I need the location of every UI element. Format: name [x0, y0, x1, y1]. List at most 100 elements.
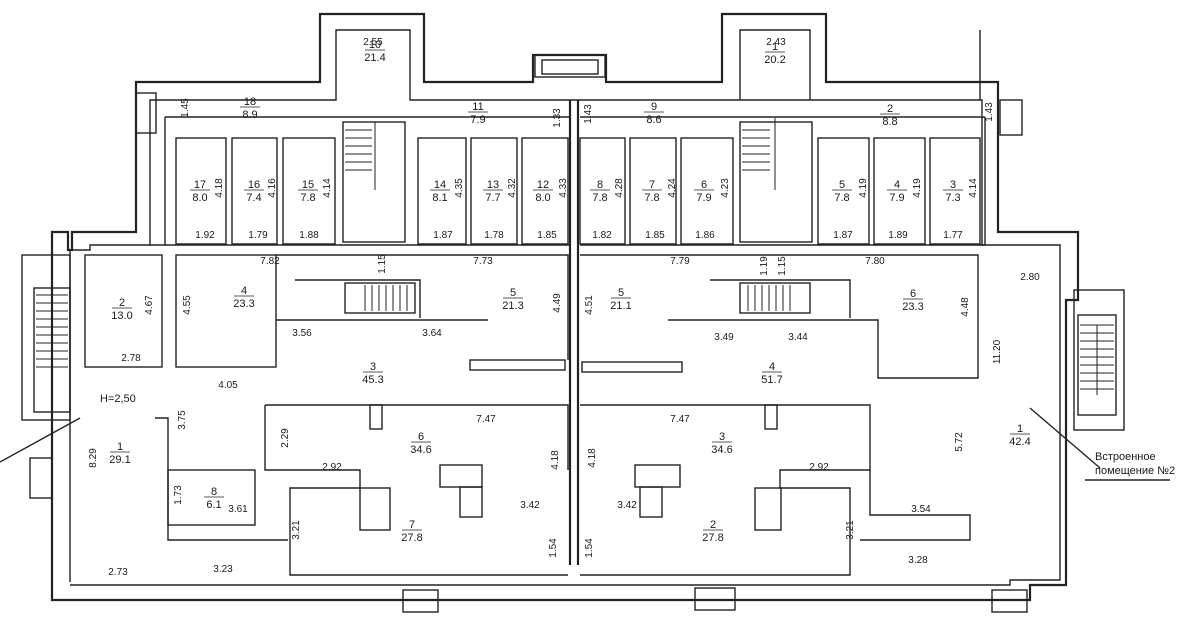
- room-area: 7.8: [592, 192, 607, 204]
- dimension-label: 7.79: [670, 256, 690, 267]
- room-label: 137.7: [483, 179, 503, 204]
- dimension-label: 1.73: [173, 485, 184, 505]
- room-label: 634.6: [410, 431, 431, 456]
- dimension-label: 2.80: [1020, 272, 1040, 283]
- dimension-label: 4.19: [858, 178, 869, 198]
- dimension-label: 3.21: [291, 520, 302, 540]
- room-area: 42.4: [1009, 436, 1030, 448]
- dimension-label: 4.33: [558, 178, 569, 198]
- room-area: 8.6: [646, 114, 661, 126]
- room-number: 12: [537, 179, 549, 191]
- dimension-label: 1.87: [433, 230, 453, 241]
- dimension-label: 2.43: [766, 37, 786, 48]
- room-area: 7.9: [889, 192, 904, 204]
- dimension-label: 4.35: [454, 178, 465, 198]
- dimension-label: 4.67: [144, 295, 155, 315]
- room-number: 1: [117, 441, 123, 453]
- room-label: 213.0: [111, 297, 132, 322]
- dimension-label: 3.42: [617, 500, 637, 511]
- room-area: 45.3: [362, 374, 383, 386]
- dimension-label: 1.89: [888, 230, 908, 241]
- room-number: 1: [772, 41, 778, 53]
- ceiling-height-label: H=2,50: [100, 393, 136, 405]
- room-area: 21.4: [364, 52, 385, 64]
- dimension-label: 4.18: [550, 450, 561, 470]
- room-area: 7.8: [644, 192, 659, 204]
- room-number: 3: [719, 431, 725, 443]
- dimension-label: 4.05: [218, 380, 238, 391]
- room-number: 5: [510, 287, 516, 299]
- dimension-label: 1.77: [943, 230, 963, 241]
- room-area: 8.8: [882, 116, 897, 128]
- dimension-label: 3.23: [213, 564, 233, 575]
- room-area: 7.9: [470, 114, 485, 126]
- dimension-label: 3.49: [714, 332, 734, 343]
- room-label: 167.4: [244, 179, 264, 204]
- dimension-label: 1.19: [759, 256, 770, 276]
- dimension-label: 3.64: [422, 328, 442, 339]
- room-label: 86.1: [204, 486, 224, 511]
- room-number: 15: [302, 179, 314, 191]
- room-label: 77.8: [642, 179, 662, 204]
- dimension-label: 3.54: [911, 504, 931, 515]
- dimension-label: 4.18: [214, 178, 225, 198]
- room-number: 2: [119, 297, 125, 309]
- dimension-label: 2.29: [280, 428, 291, 448]
- room-labels: 1021.4188.9117.9178.0167.4157.8148.1137.…: [109, 39, 1030, 544]
- room-label: 451.7: [761, 361, 782, 386]
- room-area: 7.8: [300, 192, 315, 204]
- room-number: 8: [211, 486, 217, 498]
- room-area: 27.8: [401, 532, 422, 544]
- room-number: 10: [369, 39, 381, 51]
- room-area: 20.2: [764, 54, 785, 66]
- room-label: 178.0: [190, 179, 210, 204]
- dimension-label: 4.23: [720, 178, 731, 198]
- room-area: 13.0: [111, 310, 132, 322]
- dimension-label: 4.49: [552, 293, 563, 313]
- dimension-label: 3.75: [177, 410, 188, 430]
- room-number: 7: [409, 519, 415, 531]
- room-area: 7.7: [485, 192, 500, 204]
- room-number: 8: [597, 179, 603, 191]
- dimension-label: 1.43: [583, 104, 594, 124]
- dimension-label: 2.55: [363, 37, 383, 48]
- room-number: 16: [248, 179, 260, 191]
- room-label: 57.8: [832, 179, 852, 204]
- room-area: 27.8: [702, 532, 723, 544]
- room-label: 148.1: [430, 179, 450, 204]
- dimension-label: 2.92: [809, 462, 829, 473]
- room-label: 37.3: [943, 179, 963, 204]
- dimension-label: 1.15: [777, 256, 788, 276]
- dimension-label: 11.20: [992, 339, 1003, 364]
- room-label: 227.8: [702, 519, 723, 544]
- entrance-porches: [29, 54, 1028, 613]
- dimension-label: 3.56: [292, 328, 312, 339]
- dimension-label: 1.54: [548, 538, 559, 558]
- room-area: 34.6: [711, 444, 732, 456]
- dimension-label: 2.78: [121, 353, 141, 364]
- dimension-label: 2.73: [108, 567, 128, 578]
- dimension-label: 4.18: [587, 448, 598, 468]
- room-label: 157.8: [298, 179, 318, 204]
- dimension-label: 3.42: [520, 500, 540, 511]
- room-area: 7.3: [945, 192, 960, 204]
- room-area: 7.4: [246, 192, 261, 204]
- room-area: 6.1: [206, 499, 221, 511]
- room-area: 21.1: [610, 300, 631, 312]
- dimension-label: 4.51: [584, 295, 595, 315]
- dimension-label: 7.47: [476, 414, 496, 425]
- dimension-label: 1.86: [695, 230, 715, 241]
- dimension-label: 4.28: [614, 178, 625, 198]
- dimension-label: 4.48: [960, 297, 971, 317]
- annotation-leader: [0, 407, 1170, 481]
- dimension-label: 3.61: [228, 504, 248, 515]
- room-number: 4: [894, 179, 900, 191]
- room-label: 67.9: [694, 179, 714, 204]
- dimension-label: 1.43: [984, 102, 995, 122]
- dimension-label: 1.15: [377, 254, 388, 274]
- dimension-label: 3.44: [788, 332, 808, 343]
- outdoor-stair-right: [1073, 289, 1125, 431]
- room-area: 23.3: [902, 301, 923, 313]
